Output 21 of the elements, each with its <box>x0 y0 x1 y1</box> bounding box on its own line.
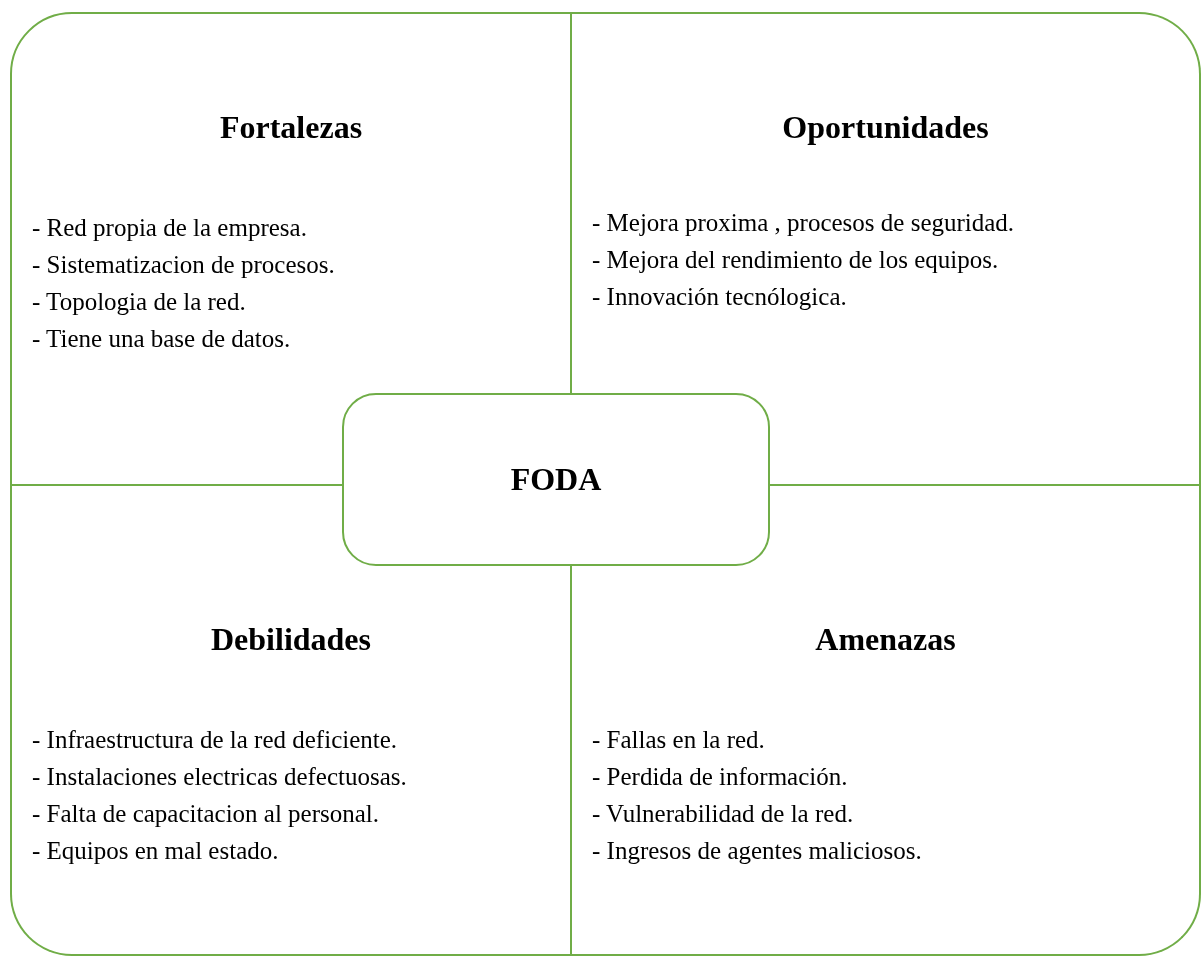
list-item: - Vulnerabilidad de la red. <box>592 800 854 828</box>
list-item: - Topologia de la red. <box>32 288 246 316</box>
list-item: - Red propia de la empresa. <box>32 214 307 242</box>
quadrant-heading: Amenazas <box>814 621 957 658</box>
list-item: - Innovación tecnólogica. <box>592 283 847 311</box>
list-item: - Tiene una base de datos. <box>32 325 291 353</box>
list-item: - Equipos en mal estado. <box>32 837 279 865</box>
list-item: - Falta de capacitacion al personal. <box>32 800 380 828</box>
list-item: - Instalaciones electricas defectuosas. <box>32 763 407 791</box>
list-item: - Mejora proxima , procesos de seguridad. <box>592 209 1015 237</box>
list-item: - Sistematizacion de procesos. <box>32 251 335 279</box>
quadrant-heading: Fortalezas <box>218 109 364 146</box>
quadrant-heading: Debilidades <box>210 621 372 658</box>
list-item: - Perdida de información. <box>592 763 848 791</box>
list-item: - Infraestructura de la red deficiente. <box>32 726 398 754</box>
quadrant-heading: Oportunidades <box>781 109 990 146</box>
list-item: - Mejora del rendimiento de los equipos. <box>592 246 999 274</box>
list-item: - Fallas en la red. <box>592 726 765 754</box>
center-box <box>342 393 770 566</box>
center-title: FODA <box>510 461 602 498</box>
list-item: - Ingresos de agentes maliciosos. <box>592 837 922 865</box>
